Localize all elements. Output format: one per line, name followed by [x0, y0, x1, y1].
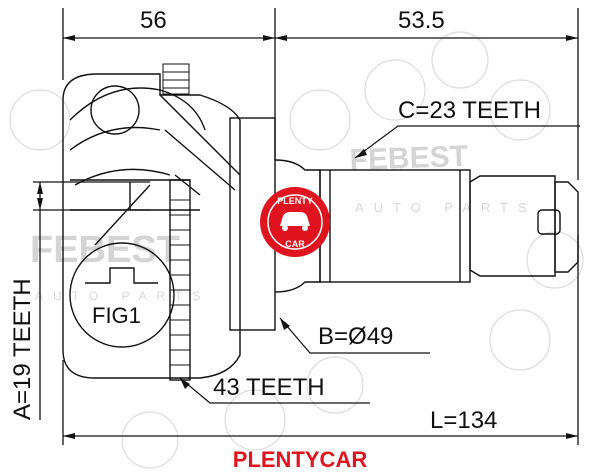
thread-section	[469, 175, 556, 277]
c-teeth-label: C=23 TEETH	[398, 97, 541, 124]
length-label: L=134	[430, 407, 497, 434]
fig1-label: FIG1	[92, 303, 141, 328]
abs-ring-teeth	[170, 199, 190, 366]
cotter-hole	[537, 209, 561, 235]
b-diameter-leader	[279, 317, 430, 354]
ball-upper	[90, 85, 140, 135]
abs-ring	[169, 179, 191, 381]
dimension-arrows	[37, 35, 578, 439]
watermark-sub-left: AUTO PARTS	[35, 289, 210, 303]
car-icon	[280, 212, 310, 226]
watermark-brand-right: FEBEST	[349, 140, 468, 177]
abs-teeth-label: 43 TEETH	[213, 374, 325, 401]
dimension-56-label: 56	[140, 7, 167, 34]
fig1-circle	[69, 242, 175, 348]
dimension-53-5-label: 53.5	[398, 7, 445, 34]
footer-brand: PLENTYCAR	[233, 447, 368, 472]
watermark-circle-seals	[9, 31, 584, 469]
cv-joint-outline	[62, 63, 579, 381]
b-diameter-label: B=Ø49	[318, 323, 393, 350]
watermark-sub-right: AUTO PARTS	[355, 200, 537, 215]
callout-leaders	[179, 125, 580, 404]
housing-top-teeth	[162, 63, 190, 95]
a-teeth-label: A=19 TEETH	[9, 278, 36, 420]
badge-top-text: PLENTY	[277, 196, 313, 206]
watermark-layer: FEBEST AUTO PARTS FEBEST AUTO PARTS	[9, 31, 584, 469]
watermark-brand-left: FEBEST	[30, 229, 180, 271]
stub-shaft	[319, 169, 471, 283]
shaft-tip	[554, 181, 579, 273]
callout-arrowheads	[180, 149, 367, 389]
abs-teeth-leader	[179, 377, 370, 404]
plentycar-badge: PLENTY CAR	[260, 187, 330, 257]
dimension-lines	[33, 8, 579, 445]
c-teeth-leader	[354, 125, 580, 159]
outer-bell-housing	[62, 73, 241, 379]
fig1-spline	[85, 267, 158, 284]
badge-bottom-text: CAR	[285, 239, 305, 249]
